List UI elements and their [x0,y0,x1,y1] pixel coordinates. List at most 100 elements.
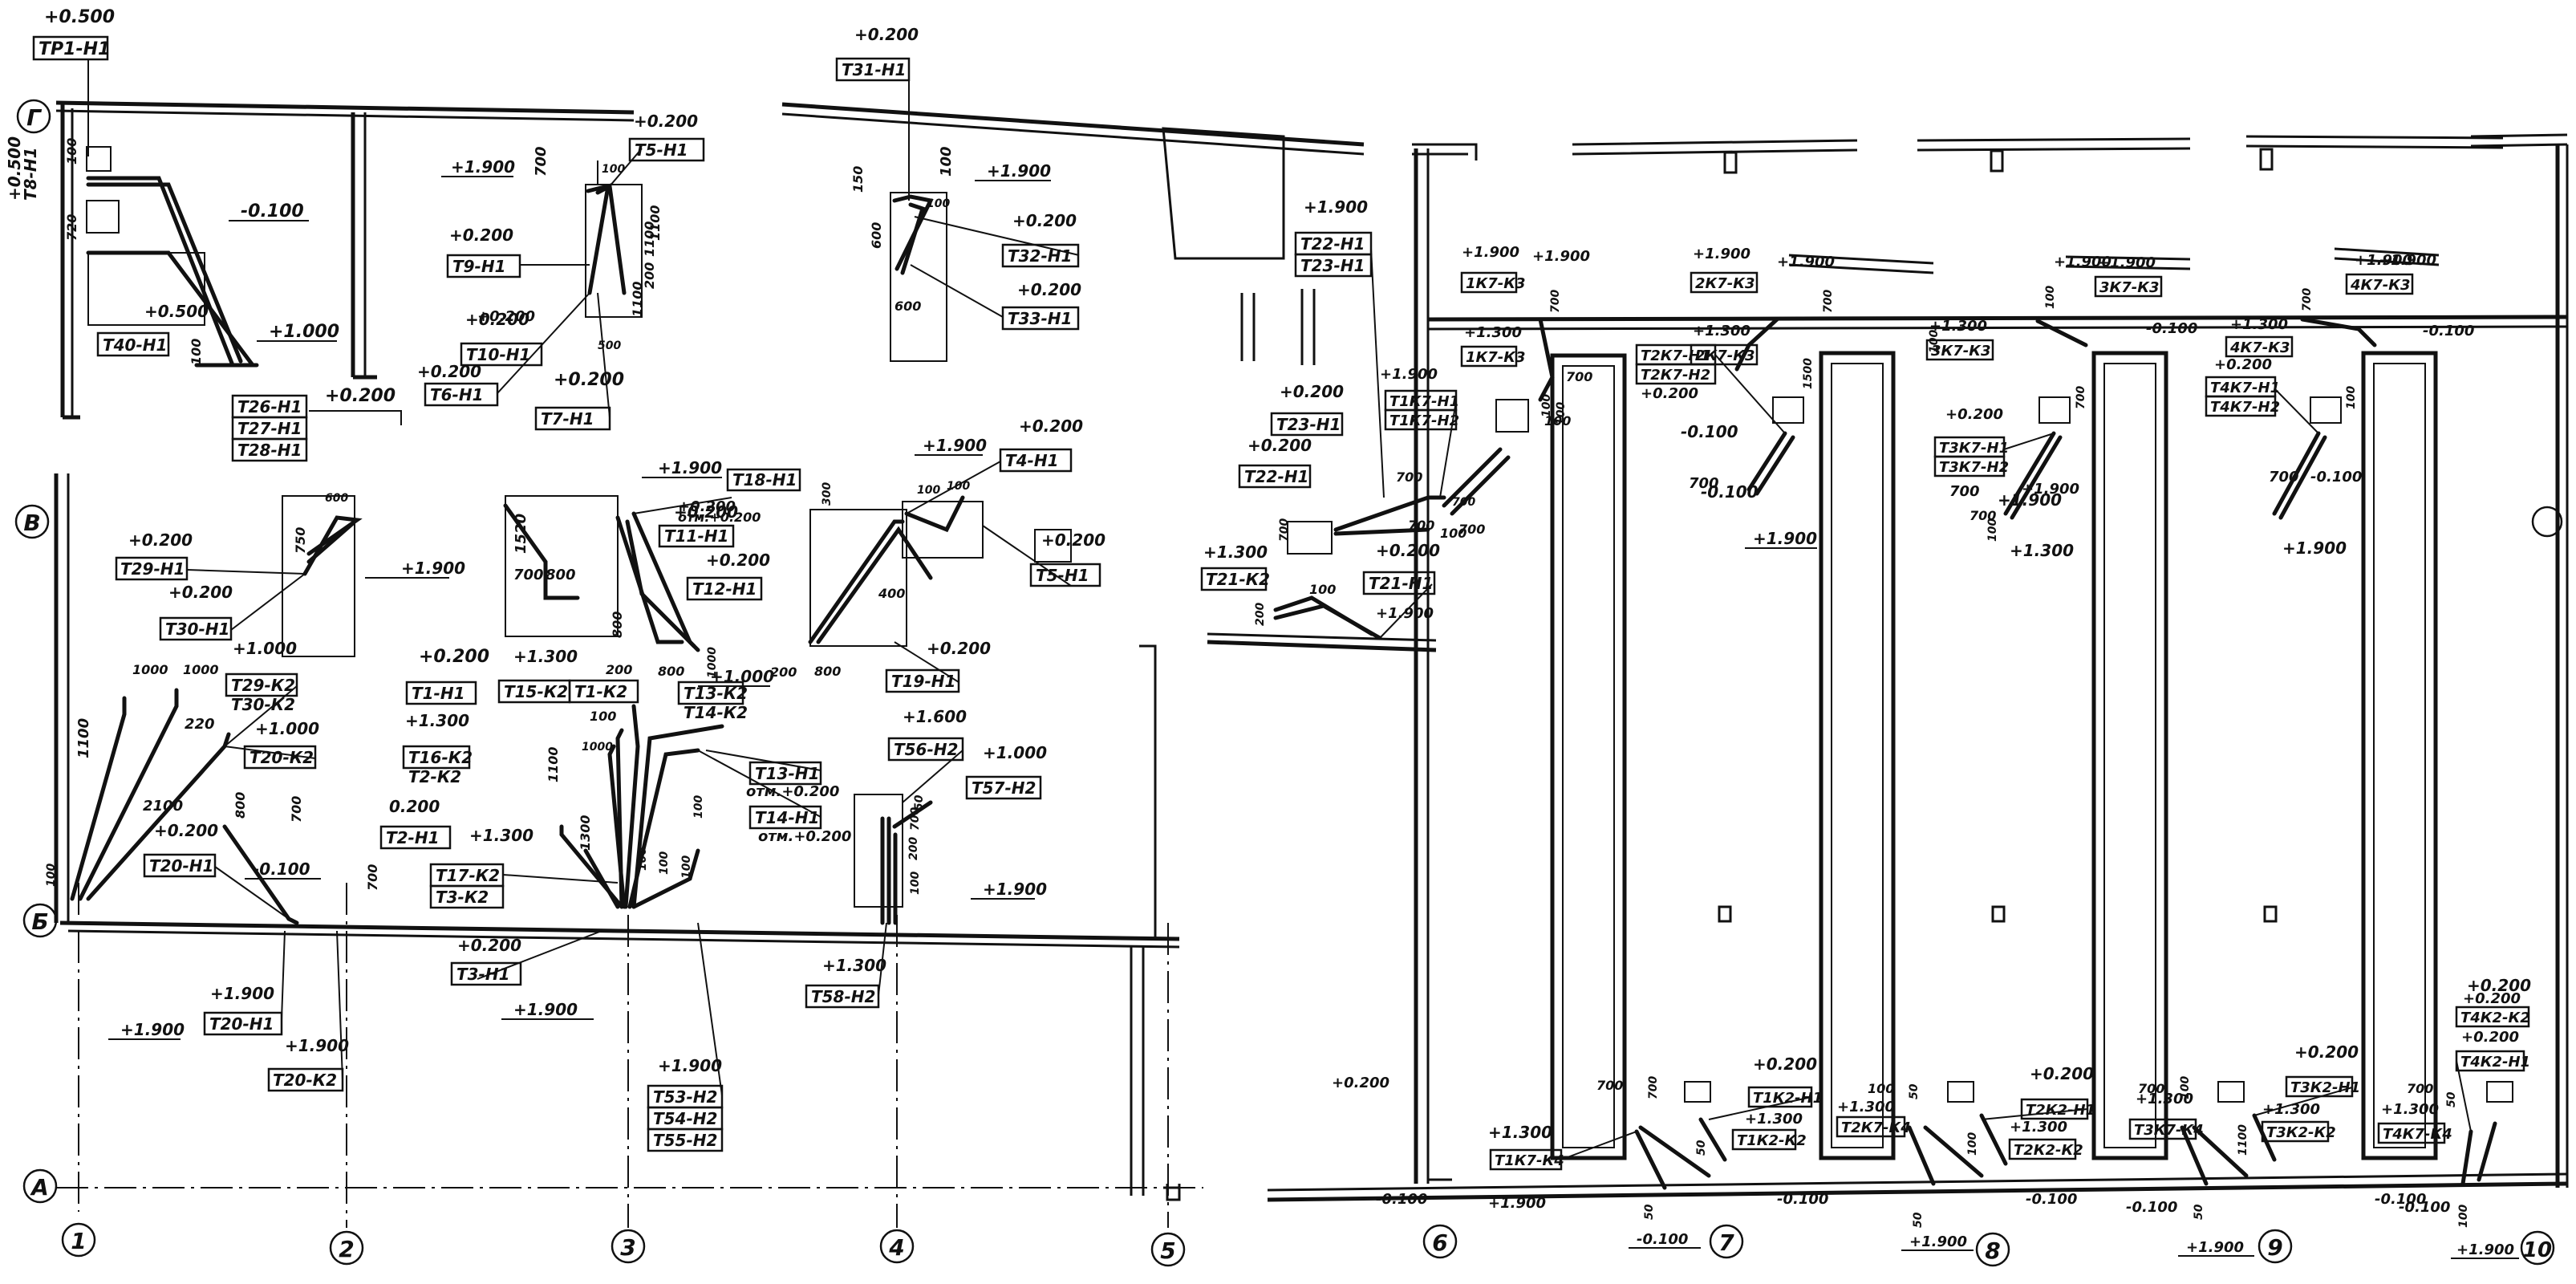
dim: 700 [1408,518,1434,533]
dim: 100 [658,851,671,875]
tag-label: Т2К2-Н1 [2026,1102,2095,1119]
tag-box [1384,408,1458,431]
elevation-marks: -0.100 +1.000 +1.900 +1.900 +1.900 +1.90… [108,157,2521,1259]
tag-label: Т54-Н2 [653,1109,717,1128]
dim: 200 [907,837,920,860]
dim: 700 [1396,469,1422,485]
elev-mark: -0.100 [2310,469,2362,486]
dim: 800 [546,567,576,583]
tag-label: Т23-Н1 [1300,256,1365,275]
dim: 50 [1643,1204,1656,1220]
elev-mark: -0.100 [1701,482,1759,502]
dim: 50 [1908,1083,1921,1099]
tag-box [143,853,217,878]
walls [54,100,2569,1202]
tag-label: Т1К7-К4 [1495,1152,1564,1169]
tag-label: Т17-К2 [436,866,500,885]
elev-mark: отм.+0.200 [746,783,839,800]
elev-mark: +1.900 [923,436,987,455]
tag-label: 4К7-К3 [2229,339,2290,356]
tag-box [2377,1122,2446,1144]
dim: 100 [1544,413,1571,429]
axis-label: В [23,510,40,536]
elev-mark: +0.200 [1332,1075,1389,1091]
tag-label: Т4К2-К2 [2460,1010,2530,1026]
elev-mark: +1.900 [983,880,1047,899]
dim: 700 [1566,369,1592,384]
tag-box [402,745,471,770]
dim: 700 [1822,290,1835,313]
tag-label: Т3-К2 [436,888,489,907]
tag-label: Т4К7-К4 [2383,1126,2452,1143]
elev-mark: +1.900 [1777,254,1835,270]
tag-label: Т15-К2 [504,682,568,701]
dim: 700 [1949,483,1980,500]
dim: 1100 [2237,1124,2249,1156]
dim: 100 [692,795,705,819]
tag-box [835,57,911,82]
tag-label: Т56-Н2 [894,740,958,759]
dim: 1100 [75,718,92,758]
tag-box [446,254,521,278]
dim: 50 [1912,1212,1925,1228]
tag-label: Т4К7-Н2 [2210,399,2280,416]
tag-label: Т40-Н1 [103,335,167,355]
elev-label: +1.300 [1488,1123,1552,1142]
elev-label: +0.200 [2214,356,2272,373]
tag-label: Т5-Н1 [1036,566,1089,585]
tag-label: Т33-Н1 [1008,309,1072,328]
elev-label: +0.200 [1012,211,1077,230]
dim: 100 [189,339,204,365]
elev-label: +1.300 [2136,1091,2193,1107]
tag-label: Т18-Н1 [732,470,797,490]
dim: 100 [938,146,955,177]
tag-box [2345,273,2414,295]
elev-mark: +1.900 [2456,1241,2514,1258]
dim: 50 [1695,1140,1708,1156]
axis-label: 9 [2267,1234,2282,1261]
tag-box [450,961,522,986]
elev-mark: +1.900 [1376,605,1434,622]
dim: 700 [1970,508,1996,523]
dim: 50 [913,794,926,811]
tag-box [1460,271,1518,294]
elev-mark: +1.900 [2054,254,2112,270]
tag-box [1270,412,1344,437]
tag-box [115,556,189,581]
tag-label: Т2К2-К2 [2014,1142,2083,1159]
tag-box [203,1011,283,1036]
tag-label: ТР1-Н1 [39,39,110,59]
tag-box [1200,567,1268,591]
leader-lines [87,60,2472,1160]
dim: 700 [2075,386,2087,409]
elev-mark: +1.000 [710,667,774,686]
elev-mark: +1.900 [2379,252,2436,269]
tag-label: Т1К7-Н1 [1389,393,1459,410]
tag-box [96,331,170,357]
tag-box [460,342,543,367]
grid-bubbles: 1 2 3 4 5 6 7 8 9 10 А Б В Г [14,99,2563,1267]
elev-label: +1.300 [2262,1101,2320,1118]
tag-label: Т6-Н1 [430,385,484,404]
dim: 100 [602,163,625,176]
dim: 1100 [630,281,645,317]
tag-box [1635,363,1717,385]
tag-label: Т1-Н1 [412,684,465,703]
elev-mark: -0.100 [1681,422,1738,441]
dim: 100 [2457,1205,2470,1228]
tag-box [2008,1138,2077,1160]
tag-label: 1К7-К3 [1466,275,1525,292]
tag-label: Т3К7-Н2 [1939,459,2009,476]
tag-box [1731,1128,1797,1151]
dim: 700 [2269,469,2299,486]
tag-box [887,737,964,762]
axis-label: 8 [1985,1237,2000,1264]
tag-label: 1К7-К3 [1466,349,1525,366]
dim: 1100 [546,746,561,782]
tag-label: Т3К7-Н1 [1939,440,2009,457]
tag-label: Т2К7-Н1 [1641,347,1710,364]
tag-box [686,576,763,601]
tag-label: Т9-Н1 [452,257,506,276]
tag-box [647,1128,724,1152]
